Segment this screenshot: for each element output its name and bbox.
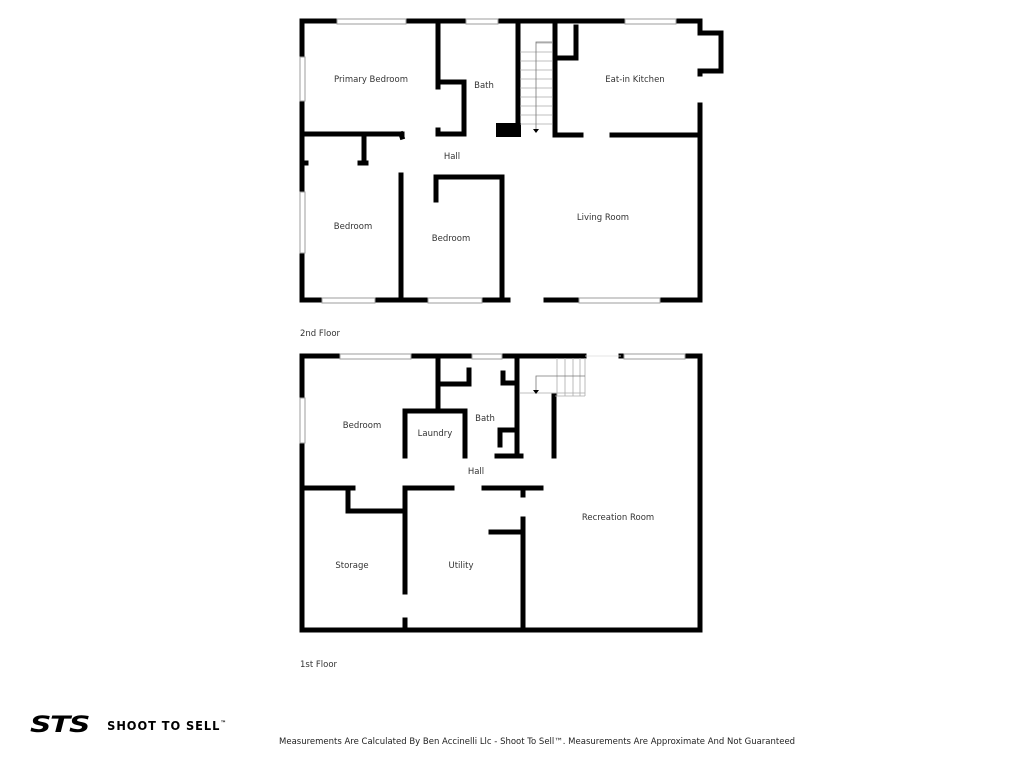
- room-label-primary-bedroom: Primary Bedroom: [334, 75, 408, 85]
- stair-arrow-2nd: [533, 129, 539, 133]
- windows-2nd-floor: [299, 18, 677, 304]
- room-label-bedroom: Bedroom: [342, 421, 382, 431]
- room-label-bath: Bath: [474, 81, 494, 91]
- room-label-eat-in-kitchen: Eat-in Kitchen: [605, 75, 665, 85]
- walls-1st-floor: [299, 353, 703, 633]
- sts-logo-mark: STS: [30, 713, 90, 738]
- room-label-laundry: Laundry: [417, 429, 453, 439]
- room-label-utility: Utility: [448, 561, 474, 571]
- floor-title-1st: 1st Floor: [300, 660, 338, 670]
- windows-1st-floor: [299, 353, 686, 444]
- stairs-2nd-floor: [520, 41, 552, 130]
- trademark-symbol: ™: [220, 720, 228, 727]
- floor-title-2nd: 2nd Floor: [300, 329, 341, 339]
- room-label-living-room: Living Room: [576, 213, 630, 223]
- room-label-hall: Hall: [443, 152, 461, 162]
- stair-arrow-1st: [533, 390, 539, 394]
- stairs-1st-floor: [520, 355, 621, 397]
- room-label-hall: Hall: [467, 467, 485, 477]
- room-label-bedroom: Bedroom: [431, 234, 471, 244]
- bath-cabinet: [496, 123, 521, 137]
- room-label-bath: Bath: [475, 414, 495, 424]
- logo-text: SHOOT TO SELL: [107, 719, 221, 733]
- room-label-storage: Storage: [335, 561, 369, 571]
- logo-wordmark: SHOOT TO SELL™: [107, 719, 227, 733]
- shoot-to-sell-logo: STS SHOOT TO SELL™: [30, 713, 230, 738]
- walls-2nd-floor: [299, 18, 724, 303]
- room-label-bedroom: Bedroom: [333, 222, 373, 232]
- measurement-disclaimer: Measurements Are Calculated By Ben Accin…: [279, 737, 796, 747]
- room-label-recreation-room: Recreation Room: [581, 513, 655, 523]
